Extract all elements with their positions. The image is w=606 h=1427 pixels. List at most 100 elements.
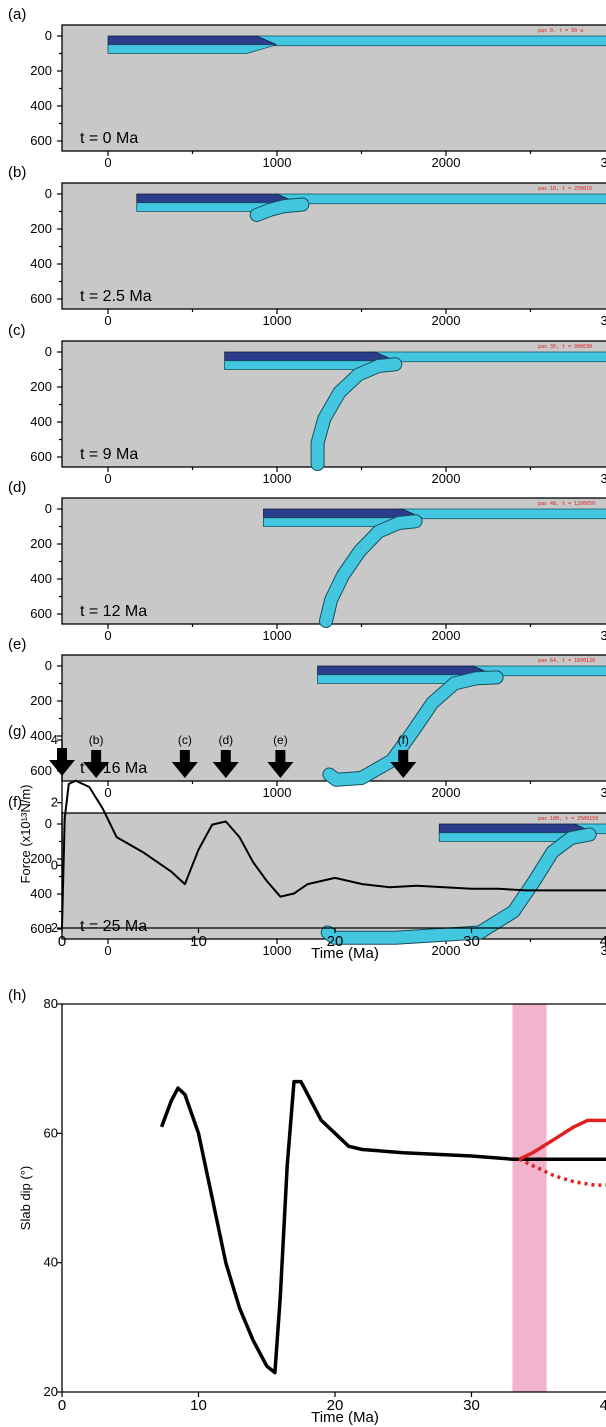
panel-letter: (c) [8, 322, 26, 339]
overriding-lithosphere [107, 44, 277, 54]
event-arrow [49, 748, 75, 776]
x-axis-label: Time (Ma) [311, 1409, 379, 1426]
panel-letter: (d) [8, 479, 26, 496]
x-tick-label: 30 [463, 1397, 480, 1414]
event-arrow-label: (b) [89, 733, 104, 747]
slab-body [250, 198, 309, 221]
time-label: t = 2.5 Ma [80, 288, 152, 305]
time-label: t = 9 Ma [80, 446, 138, 463]
x-tick-label: 0 [58, 1397, 66, 1414]
y-tick-label: 40 [44, 1255, 58, 1270]
event-arrow [83, 750, 110, 778]
x-tick-label: 10 [190, 1397, 207, 1414]
time-label: t = 0 Ma [80, 130, 138, 147]
model-note: pas 36, t = 900030 [538, 344, 592, 350]
panel-letter: (h) [8, 987, 26, 1004]
model-note: pas 100, t = 2500150 [538, 816, 598, 822]
y-tick-label: 60 [44, 1125, 58, 1140]
panel-letter: (e) [8, 636, 26, 653]
y-tick-label: 20 [44, 1384, 58, 1399]
y-tick-label: 200 [30, 379, 52, 394]
chart-1: -2024010203040(g)Time (Ma)Force (x10¹³N/… [8, 723, 606, 962]
event-arrow-label: (f) [398, 733, 409, 747]
y-tick-label: 2 [51, 795, 58, 810]
x-tick-label: 10 [190, 933, 207, 950]
y-axis-label: Slab dip (°) [18, 1166, 33, 1230]
y-tick-label: 200 [30, 693, 52, 708]
model-panel-2: (b)02004006000100020003000t = 2.5 Mapas … [8, 164, 606, 328]
y-tick-label: 600 [30, 921, 52, 936]
slab-body [320, 515, 422, 627]
x-tick-label: 20 [327, 933, 344, 950]
y-tick-label: 400 [30, 98, 52, 113]
y-tick-label: 400 [30, 571, 52, 586]
y-axis-label: Force (x10¹³N/m) [18, 785, 33, 884]
x-tick-label: 1000 [263, 155, 292, 170]
x-tick-label: 2000 [432, 628, 461, 643]
event-arrow [212, 750, 239, 778]
x-tick-label: 40 [600, 933, 606, 950]
x-tick-label: 3000 [601, 785, 606, 800]
panel-letter: (g) [8, 723, 26, 740]
x-tick-label: 40 [600, 1397, 606, 1414]
x-tick-label: 3000 [601, 155, 606, 170]
x-tick-label: 0 [104, 471, 111, 486]
x-tick-label: 0 [104, 943, 111, 958]
y-tick-label: 400 [30, 414, 52, 429]
x-tick-label: 0 [104, 155, 111, 170]
y-tick-label: 400 [30, 728, 52, 743]
y-tick-label: 200 [30, 63, 52, 78]
x-tick-label: 2000 [432, 785, 461, 800]
y-tick-label: 200 [30, 536, 52, 551]
x-tick-label: 1000 [263, 628, 292, 643]
x-tick-label: 1000 [263, 313, 292, 328]
y-tick-label: 0 [45, 344, 52, 359]
y-tick-label: 0 [45, 816, 52, 831]
x-tick-label: 3000 [601, 313, 606, 328]
series-line-2 [518, 1118, 606, 1161]
y-tick-label: 0 [51, 857, 58, 872]
event-arrow [390, 750, 417, 778]
slab-body [321, 828, 596, 944]
y-tick-label: 600 [30, 763, 52, 778]
y-tick-label: 600 [30, 291, 52, 306]
chart-2: 20406080010203040(h)Time (Ma)Slab dip (°… [8, 987, 606, 1426]
slab-body [323, 671, 503, 786]
y-tick-label: 600 [30, 133, 52, 148]
y-tick-label: 0 [45, 28, 52, 43]
x-tick-label: 0 [104, 313, 111, 328]
series-line-1 [61, 779, 606, 929]
panel-letter: (b) [8, 164, 26, 181]
x-tick-label: 1000 [263, 943, 292, 958]
subducting-plate [234, 35, 606, 47]
x-tick-label: 2000 [432, 155, 461, 170]
overriding-crust [224, 351, 396, 362]
y-tick-label: 200 [30, 851, 52, 866]
x-tick-label: 0 [58, 933, 66, 950]
panel-letter: (a) [8, 6, 26, 23]
x-tick-label: 0 [104, 628, 111, 643]
event-arrow-label: (c) [178, 733, 192, 747]
x-tick-label: 3000 [601, 471, 606, 486]
shaded-interval [512, 1004, 547, 1392]
x-tick-label: 1000 [263, 471, 292, 486]
y-tick-label: 600 [30, 449, 52, 464]
subducting-plate [256, 193, 606, 205]
event-arrow [171, 750, 198, 778]
x-tick-label: 2000 [432, 943, 461, 958]
overriding-crust [136, 193, 298, 204]
x-tick-label: 30 [463, 933, 480, 950]
x-tick-label: 3000 [601, 628, 606, 643]
y-tick-label: 200 [30, 221, 52, 236]
x-tick-label: 0 [104, 785, 111, 800]
event-arrow-label: (d) [218, 733, 233, 747]
series-line-1 [159, 1079, 606, 1375]
event-arrow [267, 750, 294, 778]
x-axis-label: Time (Ma) [311, 945, 379, 962]
